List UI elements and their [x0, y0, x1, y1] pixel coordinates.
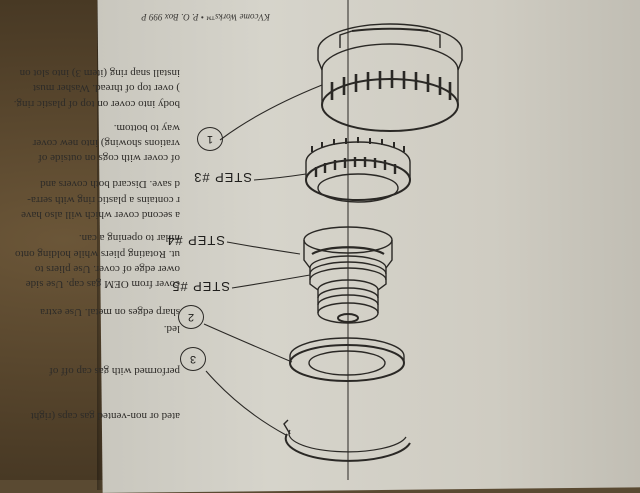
leader-line-step4 — [226, 241, 301, 255]
leader-line-step5 — [231, 274, 311, 289]
exploded-parts-drawing — [203, 0, 463, 480]
leader-line-1 — [219, 84, 323, 141]
snap-ring — [283, 419, 411, 462]
serrated-ring — [305, 137, 411, 203]
leader-line-3 — [205, 370, 287, 436]
threaded-body — [303, 226, 393, 324]
washer — [289, 337, 405, 382]
outer-cover — [317, 23, 463, 132]
leader-line-2 — [203, 323, 293, 363]
leader-lines — [203, 84, 323, 436]
leader-line-step3 — [253, 173, 307, 181]
upside-down-document: KVcome Works™ • P. O. Box 999 P ated or … — [14, 0, 640, 480]
